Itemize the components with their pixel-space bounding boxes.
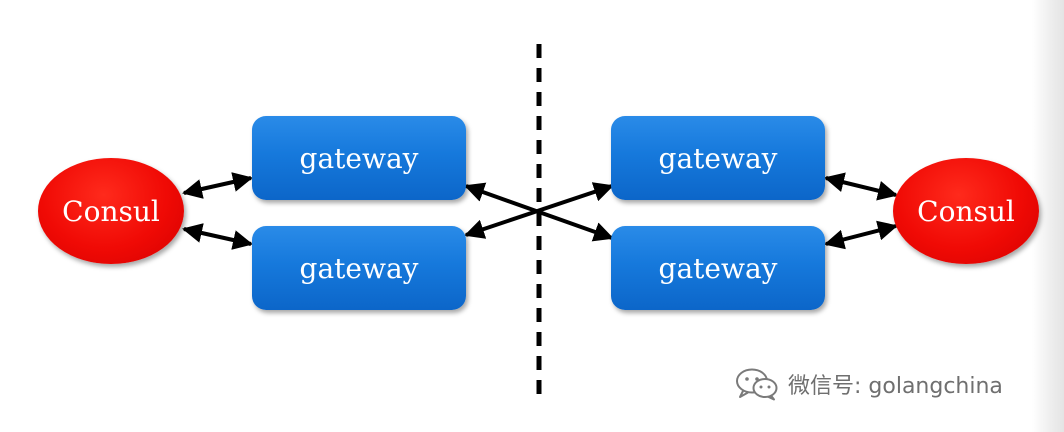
consul-node-left: Consul — [38, 158, 184, 264]
arrow-right-top-gateway-to-consul — [824, 172, 898, 201]
gateway-node-left-bottom-label: gateway — [299, 251, 419, 285]
arrow-right-bottom-gateway-to-consul — [824, 220, 898, 250]
gateway-node-right-top-label: gateway — [658, 141, 778, 175]
gateway-node-right-top: gateway — [611, 116, 825, 200]
gateway-node-right-bottom: gateway — [611, 226, 825, 310]
arrow-left-consul-to-top-gateway — [182, 172, 253, 199]
wechat-watermark: 微信号: golangchina — [734, 366, 1003, 402]
gateway-node-left-top: gateway — [252, 116, 466, 200]
arrow-left-bottom-to-right-top-gateway — [464, 182, 614, 239]
gateway-node-left-top-label: gateway — [299, 141, 419, 175]
wechat-icon — [736, 368, 778, 401]
gateway-node-right-bottom-label: gateway — [658, 251, 778, 285]
consul-node-left-label: Consul — [62, 194, 160, 228]
watermark-text: 微信号: golangchina — [788, 374, 1003, 399]
consul-node-right: Consul — [893, 158, 1039, 264]
gateway-node-left-bottom: gateway — [252, 226, 466, 310]
arrow-left-consul-to-bottom-gateway — [182, 223, 253, 250]
consul-node-right-label: Consul — [917, 194, 1015, 228]
